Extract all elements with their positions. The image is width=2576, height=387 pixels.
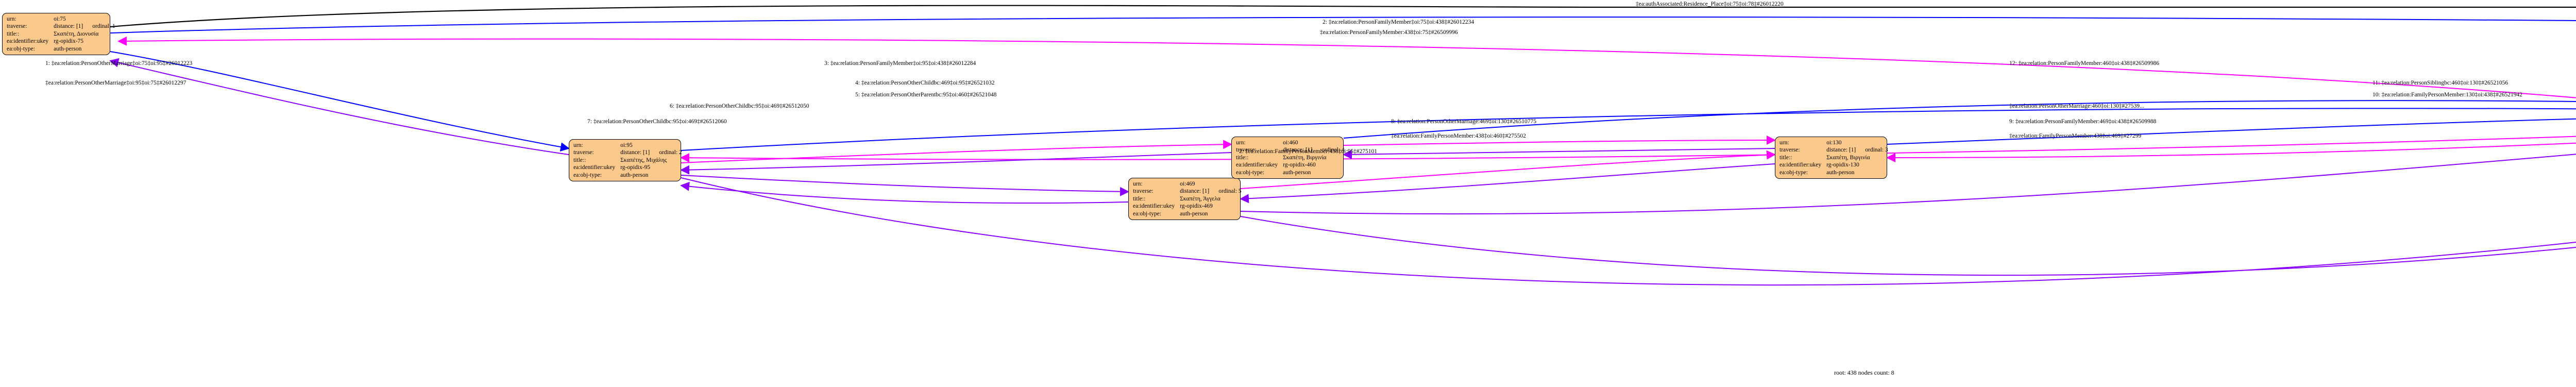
node-field-label-urn: urn: xyxy=(7,16,16,22)
edge-label: 7: ‡ea:relation:PersonOtherChildbc:95‡oi… xyxy=(587,119,727,125)
node-objtype-value: auth-person xyxy=(1826,169,1855,176)
edge-label: 12: ‡ea:relation:PersonFamilyMember:460‡… xyxy=(2009,60,2159,66)
node-ukey-value: rg-opidix-460 xyxy=(1283,162,1316,169)
edge-label: 2: ‡ea:relation:PersonFamilyMember‡oi:75… xyxy=(1323,19,1475,25)
edge-label: ‡ea:relation:PersonFamilyMember:438‡oi:7… xyxy=(1320,29,1458,36)
node-ukey-value: rg-opidix-75 xyxy=(54,38,84,45)
node-distance-value: distance: [1] xyxy=(1283,147,1313,154)
node-urn-value: oi:75 xyxy=(54,16,66,22)
graph-footer-count: root: 438 nodes count: 8 xyxy=(1834,369,1894,376)
node-urn-value: oi:460 xyxy=(1283,140,1298,146)
edge-label: 1: ‡ea:relation:PersonOtherMarriage‡oi:7… xyxy=(45,60,193,66)
node-field-label-ukey: ea:identifier:ukey xyxy=(573,164,616,171)
node-field-label-traverse: traverse: xyxy=(1780,147,1800,154)
edge-label: 10: ‡ea:relation:FamilyPersonMember:130‡… xyxy=(2372,92,2522,98)
node-field-label-ukey: ea:identifier:ukey xyxy=(1780,162,1822,169)
edge-label: 5: ‡ea:relation:PersonOtherParentbc:95‡o… xyxy=(855,92,997,98)
node-field-label-urn: urn: xyxy=(1780,140,1789,146)
node-ukey-value: rg-opidix-130 xyxy=(1826,162,1859,169)
edge-label: 6: ‡ea:relation:PersonOtherChildbc:95‡oi… xyxy=(670,103,809,109)
node-traverse-value: distance: [1] ordinal: 5 xyxy=(1180,188,1244,195)
node-urn-value: oi:95 xyxy=(620,142,633,148)
node-ordinal-value: ordinal: 3 xyxy=(1865,147,1888,154)
node-field-label-title: title:: xyxy=(573,157,586,163)
node-objtype-value: auth-person xyxy=(1283,169,1311,176)
node-field-label-traverse: traverse: xyxy=(573,149,594,156)
node-traverse-value: distance: [1] ordinal: 1 xyxy=(54,23,117,30)
node-traverse-value: distance: [1] ordinal: 3 xyxy=(1826,146,1890,154)
node-ordinal-value: ordinal: 1 xyxy=(92,23,115,30)
node-field-label-title: title:: xyxy=(1133,195,1146,202)
node-field-label-objtype: ea:obj-type: xyxy=(1133,210,1161,217)
node-field-label-traverse: traverse: xyxy=(7,23,27,30)
node-field-label-objtype: ea:obj-type: xyxy=(7,45,35,52)
node-field-label-urn: urn: xyxy=(1236,140,1246,146)
node-title-value: Σκαπέτης, Μιχάλης xyxy=(620,157,667,163)
graph-node-oi469[interactable]: urn: oi:469 traverse: distance: [1] ordin… xyxy=(1128,178,1244,221)
node-distance-value: distance: [1] xyxy=(54,23,83,30)
edge-label: ‡ea:relation:FamilyPersonMember:438‡oi:4… xyxy=(2009,133,2142,139)
node-field-label-urn: urn: xyxy=(1133,181,1143,187)
graph-node-oi130[interactable]: urn: oi:130 traverse: distance: [1] ordin… xyxy=(1775,137,1890,179)
node-field-label-ukey: ea:identifier:ukey xyxy=(1133,203,1175,210)
edge-label: 3: ‡ea:relation:PersonFamilyMember‡oi:95… xyxy=(824,60,976,66)
edge-label: 8: ‡ea:relation:PersonOtherMarriage:469‡… xyxy=(1391,119,1537,125)
node-objtype-value: auth-person xyxy=(1180,210,1208,217)
node-field-label-traverse: traverse: xyxy=(1236,147,1257,154)
node-field-label-ukey: ea:identifier:ukey xyxy=(7,38,49,45)
node-title-value: Σκαπέτη, Βιργινία xyxy=(1826,154,1870,161)
node-ordinal-value: ordinal: 5 xyxy=(1218,188,1242,195)
graph-node-oi95[interactable]: urn: oi:95 traverse: distance: [1] ordina… xyxy=(569,139,684,182)
edge-label: 11: ‡ea:relation:PersonSiblingbc:460‡oi:… xyxy=(2372,80,2509,86)
node-field-label-traverse: traverse: xyxy=(1133,188,1154,195)
graph-node-oi460[interactable]: urn: oi:460 traverse: distance: [1] ordin… xyxy=(1231,137,1347,179)
node-urn-value: oi:130 xyxy=(1826,140,1842,146)
node-field-label-title: title:: xyxy=(7,30,20,37)
edge-label: ‡ea:authAssociated:Residence_Place‡oi:75… xyxy=(1636,1,1784,7)
node-traverse-value: distance: [1] ordinal: 4 xyxy=(1283,146,1347,154)
node-field-label-ukey: ea:identifier:ukey xyxy=(1236,162,1278,169)
node-field-label-title: title:: xyxy=(1236,154,1249,161)
edge-label: ‡ea:relation:PersonOtherMarriage‡oi:95‡o… xyxy=(45,80,187,86)
node-title-value: Σκαπέτη, Άγγελα xyxy=(1180,195,1221,202)
node-ukey-value: rg-opidix-95 xyxy=(620,164,651,171)
node-ordinal-value: ordinal: 4 xyxy=(1321,147,1345,154)
node-distance-value: distance: [1] xyxy=(1826,147,1856,154)
edge-label: 2: ‡ea:relation:FamilyPersonMember:438‡o… xyxy=(1239,148,1377,155)
node-field-label-objtype: ea:obj-type: xyxy=(573,172,602,178)
node-title-value: Σκαπέτη, Βιργινία xyxy=(1283,154,1327,161)
edge-label: ‡ea:relation:FamilyPersonMember:438‡oi:4… xyxy=(1391,133,1526,139)
node-title-value: Σκαπέτη, Διονυσία xyxy=(54,30,99,37)
node-distance-value: distance: [1] xyxy=(620,149,650,156)
edge-label: 9: ‡ea:relation:PersonFamilyMember:469‡o… xyxy=(2009,119,2157,125)
graph-node-oi75[interactable]: urn: oi:75 traverse: distance: [1] ordina… xyxy=(2,13,115,56)
edge-label: ‡ea:relation:PersonOtherMarriage:460‡oi:… xyxy=(2009,103,2144,109)
node-field-label-objtype: ea:obj-type: xyxy=(1780,169,1808,176)
node-field-label-title: title:: xyxy=(1780,154,1792,161)
node-field-label-urn: urn: xyxy=(573,142,583,148)
node-ukey-value: rg-opidix-469 xyxy=(1180,203,1213,210)
node-distance-value: distance: [1] xyxy=(1180,188,1210,195)
node-objtype-value: auth-person xyxy=(54,45,82,52)
node-objtype-value: auth-person xyxy=(620,172,649,178)
edge-label: 4: ‡ea:relation:PersonOtherChildbc:469‡o… xyxy=(855,80,995,86)
node-traverse-value: distance: [1] ordinal: 2 xyxy=(620,149,684,156)
node-urn-value: oi:469 xyxy=(1180,181,1195,187)
node-ordinal-value: ordinal: 2 xyxy=(659,149,682,156)
node-field-label-objtype: ea:obj-type: xyxy=(1236,169,1264,176)
